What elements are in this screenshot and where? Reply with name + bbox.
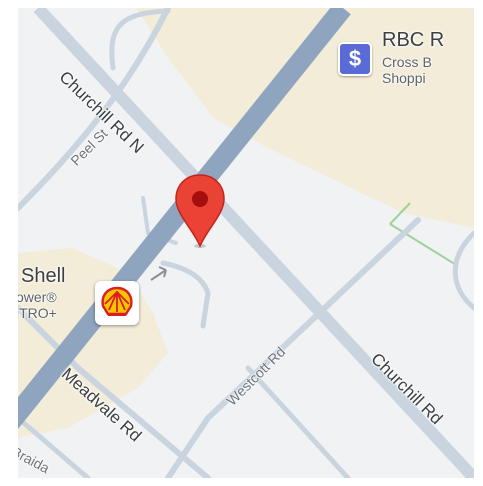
shell-title[interactable]: Shell <box>21 265 66 287</box>
street-braida <box>18 415 91 478</box>
driveway-shell <box>160 260 211 329</box>
street-east-curve <box>452 230 474 311</box>
street-meadvale <box>18 305 211 478</box>
shell-logo-icon[interactable] <box>95 281 139 325</box>
commercial-area-northeast <box>136 8 474 228</box>
shell-subtitle-2: iTRO+ <box>18 305 57 321</box>
street-peel <box>18 8 171 211</box>
bank-title[interactable]: RBC R <box>382 29 445 51</box>
road-arterial <box>18 8 351 430</box>
shell-subtitle-1: ower® <box>18 289 57 305</box>
one-way-arrow-icon <box>150 266 167 281</box>
park-path-2 <box>389 202 411 225</box>
dollar-sign-icon[interactable]: $ <box>338 42 372 76</box>
map-pin-icon[interactable] <box>172 172 228 252</box>
map-view[interactable]: Churchill Rd N Churchill Rd Peel St West… <box>18 8 474 478</box>
bank-subtitle-1: Cross B <box>382 54 432 70</box>
road-churchill-south <box>33 8 474 478</box>
park-path <box>389 223 459 267</box>
bank-subtitle-2: Shoppi <box>382 70 426 86</box>
street-north-loop <box>109 8 171 71</box>
street-south-branch <box>245 365 351 478</box>
